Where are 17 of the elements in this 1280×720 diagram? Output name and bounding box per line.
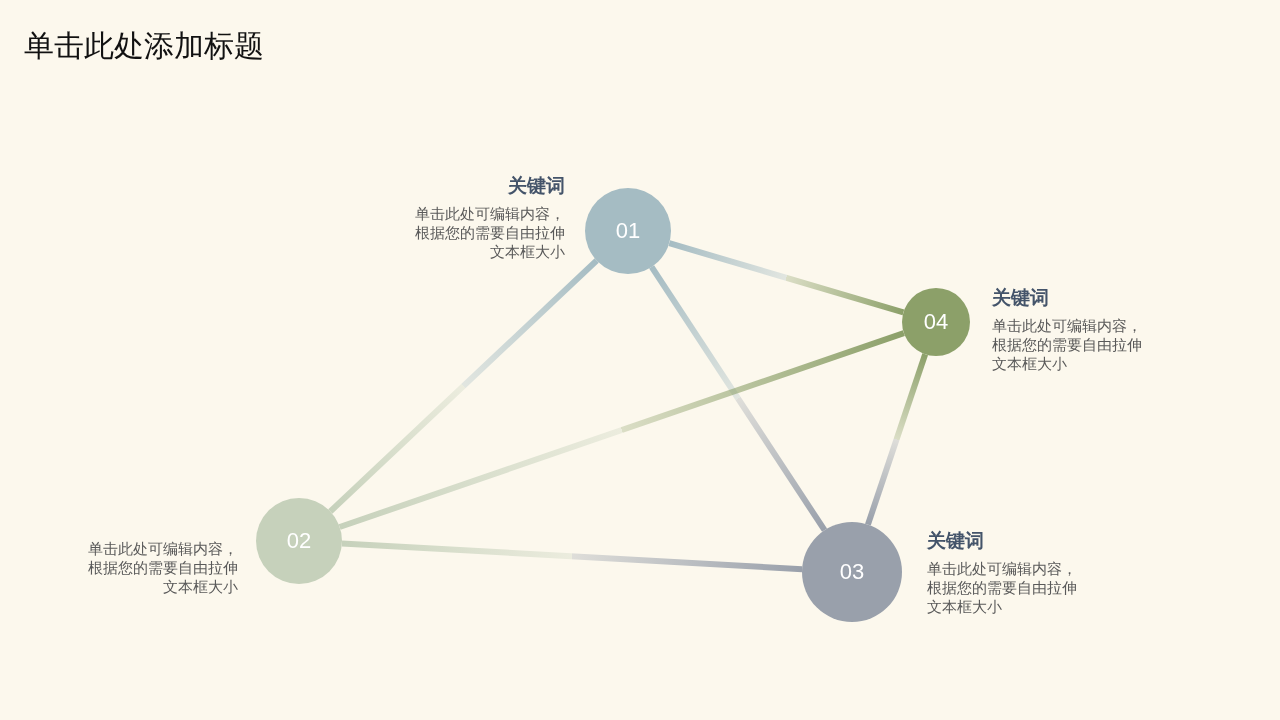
step-number: 03 [839,559,865,585]
step-number: 02 [286,528,312,554]
description-text: 单击此处可编辑内容，根据您的需要自由拉伸文本框大小 [414,205,565,262]
description-text: 单击此处可编辑内容，根据您的需要自由拉伸文本框大小 [87,540,238,597]
tapered-connector [668,240,905,316]
tapered-connector [649,265,828,532]
step-number: 01 [615,218,641,244]
keyword-heading: 关键词 [508,173,565,198]
slide-title: 单击此处添加标题 [24,27,264,65]
tapered-connector [865,353,928,526]
step-number: 04 [923,309,949,335]
tapered-connector [328,258,599,514]
description-text: 单击此处可编辑内容，根据您的需要自由拉伸文本框大小 [927,560,1078,617]
tapered-connector [338,330,905,530]
description-text: 单击此处可编辑内容，根据您的需要自由拉伸文本框大小 [992,317,1143,374]
keyword-heading: 关键词 [992,285,1049,310]
keyword-heading: 关键词 [927,528,984,553]
